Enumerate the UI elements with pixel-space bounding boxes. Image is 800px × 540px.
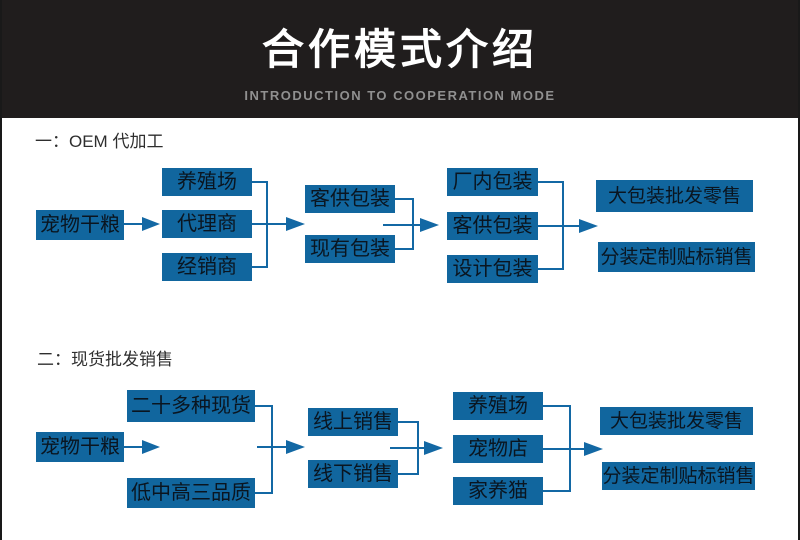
s2-bracket-3 <box>543 405 603 492</box>
page-border-left <box>0 0 2 540</box>
node-existing-packaging: 现有包装 <box>305 235 395 263</box>
node-bulk-wholesale-retail-2: 大包装批发零售 <box>600 407 753 435</box>
section1-title: 一：OEM 代加工 <box>35 132 164 151</box>
node-custom-label-sales-2: 分装定制贴标销售 <box>602 462 755 490</box>
node-customer-supplied-packaging: 客供包装 <box>305 185 395 213</box>
node-house-cat: 家养猫 <box>453 477 543 505</box>
node-distributor: 经销商 <box>162 253 252 281</box>
node-bulk-wholesale-retail: 大包装批发零售 <box>596 180 753 212</box>
header-banner: 合作模式介绍 INTRODUCTION TO COOPERATION MODE <box>0 0 800 118</box>
node-farm: 养殖场 <box>162 168 252 196</box>
s1-bracket-3 <box>538 181 598 270</box>
arrowhead-icon <box>584 442 603 456</box>
node-customer-supplied-packaging-2: 客供包装 <box>447 212 538 240</box>
page-border-right <box>798 0 800 540</box>
page-title: 合作模式介绍 <box>261 26 538 73</box>
arrowhead-icon <box>142 440 160 454</box>
node-pet-store: 宠物店 <box>453 435 543 463</box>
page-subtitle: INTRODUCTION TO COOPERATION MODE <box>244 88 556 103</box>
node-pet-dry-food-2: 宠物干粮 <box>36 432 124 462</box>
arrowhead-icon <box>420 218 439 232</box>
node-online-sales: 线上销售 <box>308 408 398 436</box>
node-pet-dry-food: 宠物干粮 <box>36 210 124 240</box>
s1-bracket-1 <box>252 181 305 268</box>
node-custom-label-sales: 分装定制贴标销售 <box>598 242 755 272</box>
node-20-kinds-in-stock: 二十多种现货 <box>127 390 255 422</box>
arrowhead-icon <box>286 217 305 231</box>
s1-arrow-source <box>124 217 160 231</box>
node-three-quality-grades: 低中高三品质 <box>127 478 255 508</box>
node-factory-packaging: 厂内包装 <box>447 168 538 196</box>
arrowhead-icon <box>286 440 305 454</box>
section2-title: 二：现货批发销售 <box>37 350 173 369</box>
arrowhead-icon <box>142 217 160 231</box>
arrowhead-icon <box>579 219 598 233</box>
arrowhead-icon <box>424 441 443 455</box>
node-agent: 代理商 <box>162 210 252 238</box>
node-design-packaging: 设计包装 <box>447 255 538 283</box>
node-farm-2: 养殖场 <box>453 392 543 420</box>
s2-arrow-source <box>124 440 160 454</box>
node-offline-sales: 线下销售 <box>308 460 398 488</box>
s2-bracket-1 <box>255 405 305 494</box>
